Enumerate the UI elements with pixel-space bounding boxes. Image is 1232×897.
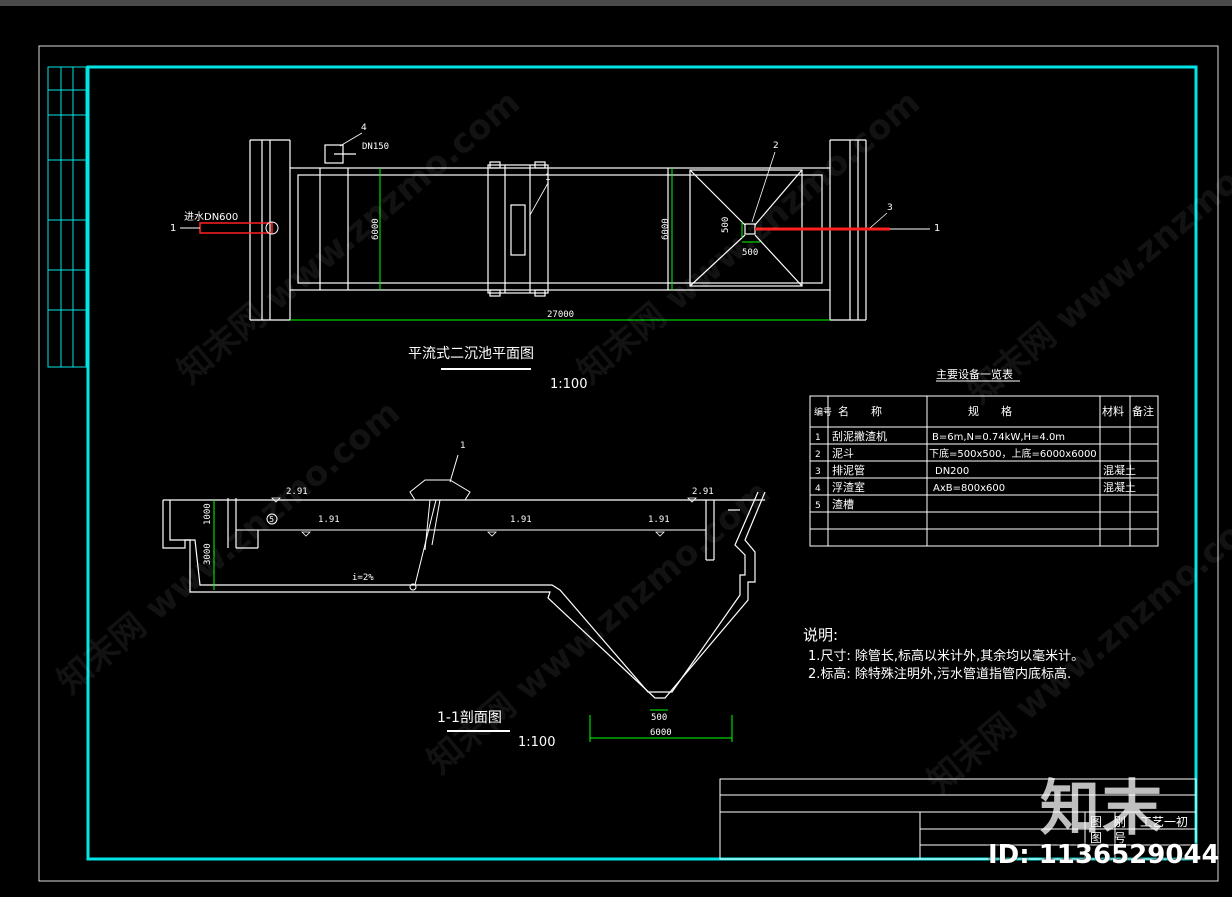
section-mark-left: 1 <box>170 223 176 234</box>
section-title: 1-1剖面图 <box>437 710 502 726</box>
svg-text:浮渣室: 浮渣室 <box>832 480 865 494</box>
table-row: 3 排泥管 DN200 混凝土 <box>815 463 1136 477</box>
plan-pipes <box>180 221 930 235</box>
elevation-markers <box>271 497 697 537</box>
dim-hopper-h: 500 <box>721 217 731 233</box>
el-water-2: 1.91 <box>510 515 532 525</box>
svg-text:排泥管: 排泥管 <box>832 463 865 477</box>
titleblock-label-2: 图 号 <box>1090 831 1126 845</box>
section-dimensions <box>213 500 733 742</box>
plan-callout-3: 3 <box>887 203 893 213</box>
svg-text:3: 3 <box>815 467 821 477</box>
el-water-3: 1.91 <box>648 515 670 525</box>
equipment-title: 主要设备一览表 <box>936 367 1013 381</box>
svg-text:刮泥撇渣机: 刮泥撇渣机 <box>832 429 887 443</box>
plan-title: 平流式二沉池平面图 <box>408 346 534 362</box>
svg-text:4: 4 <box>815 484 821 494</box>
slope-label: i=2% <box>352 573 374 583</box>
th-name: 名 称 <box>838 404 882 418</box>
dim-3000: 3000 <box>203 543 213 565</box>
svg-text:下底=500x500，上底=6000x6000: 下底=500x500，上底=6000x6000 <box>929 447 1097 460</box>
dim-width-left: 6000 <box>371 218 381 240</box>
dim-bottom-500: 500 <box>651 713 667 723</box>
svg-text:1: 1 <box>815 433 821 443</box>
plan-labels: 27000 6000 6000 500 500 进水DN600 DN150 1 … <box>170 123 940 320</box>
svg-text:B=6m,N=0.74kW,H=4.0m: B=6m,N=0.74kW,H=4.0m <box>932 432 1065 443</box>
left-binding-strip <box>47 66 87 368</box>
section-labels: 1 2.91 2.91 1.91 1.91 1.91 1000 3000 i=2… <box>203 441 714 738</box>
titleblock-value-1: 工艺一初 <box>1140 815 1188 829</box>
plan-callout-1: 1 <box>545 173 551 183</box>
th-note: 备注 <box>1132 404 1154 418</box>
inlet-elbow <box>265 221 279 235</box>
plan-dimensions <box>290 168 830 321</box>
dim-bottom-6000: 6000 <box>650 728 672 738</box>
el-water-1: 1.91 <box>318 515 340 525</box>
svg-text:渣槽: 渣槽 <box>832 497 854 511</box>
th-spec: 规 格 <box>968 404 1012 418</box>
asset-id: ID: 1136529044 <box>988 840 1220 870</box>
dim-width-right: 6000 <box>661 218 671 240</box>
sheet-outer-border <box>38 45 1219 882</box>
dim-length: 27000 <box>547 310 574 320</box>
section-view-tank <box>162 491 766 699</box>
equipment-table-header: 编号 名 称 规 格 材料 备注 <box>814 404 1154 418</box>
th-no: 编号 <box>814 406 832 418</box>
plan-callout-2: 2 <box>773 141 779 151</box>
section-mark-right: 1 <box>934 223 940 234</box>
drawing-frame <box>86 65 1198 861</box>
svg-text:混凝土: 混凝土 <box>1103 480 1136 494</box>
svg-text:混凝土: 混凝土 <box>1103 463 1136 477</box>
plan-callout-4: 4 <box>361 123 367 133</box>
el-top-left: 2.91 <box>286 487 308 497</box>
title-block <box>719 778 1197 860</box>
table-row: 1 刮泥撇渣机 B=6m,N=0.74kW,H=4.0m <box>815 429 1065 443</box>
equipment-table-rows: 1 刮泥撇渣机 B=6m,N=0.74kW,H=4.0m 2 泥斗 下底=500… <box>815 429 1136 511</box>
svg-text:泥斗: 泥斗 <box>832 447 854 460</box>
notes-line-2: 2.标高: 除特殊注明外,污水管道指管内底标高. <box>808 666 1071 682</box>
titleblock-label-1: 图 别 <box>1090 815 1126 829</box>
section-callout-5: 5 <box>269 515 274 524</box>
inlet-label: 进水DN600 <box>184 211 238 223</box>
scraper-machine <box>409 454 471 591</box>
inlet-pipe <box>199 222 273 234</box>
svg-text:AxB=800x600: AxB=800x600 <box>933 483 1005 494</box>
section-callout-1: 1 <box>460 441 466 451</box>
plan-leaders <box>339 132 888 229</box>
svg-text:5: 5 <box>815 501 821 511</box>
section-scale: 1:100 <box>518 735 555 750</box>
outlet-pipe-label: DN150 <box>362 142 389 152</box>
notes-title: 说明: <box>803 626 838 644</box>
svg-text:2: 2 <box>815 450 821 460</box>
notes-line-1: 1.尺寸: 除管长,标高以米计外,其余均以毫米计。 <box>808 648 1084 664</box>
svg-text:DN200: DN200 <box>935 466 969 477</box>
callout-5-circle <box>266 513 278 525</box>
dim-hopper-w: 500 <box>742 248 758 258</box>
table-row: 4 浮渣室 AxB=800x600 混凝土 <box>815 480 1136 494</box>
plan-scale: 1:100 <box>550 377 587 392</box>
th-material: 材料 <box>1102 404 1124 418</box>
equipment-table-grid <box>809 395 1159 547</box>
el-top-right: 2.91 <box>692 487 714 497</box>
window-top-bar <box>0 0 1232 6</box>
table-row: 5 渣槽 <box>815 497 854 511</box>
brand-logo: 知末 <box>1040 774 1164 844</box>
dim-1000: 1000 <box>203 503 213 525</box>
table-row: 2 泥斗 下底=500x500，上底=6000x6000 <box>815 447 1097 460</box>
